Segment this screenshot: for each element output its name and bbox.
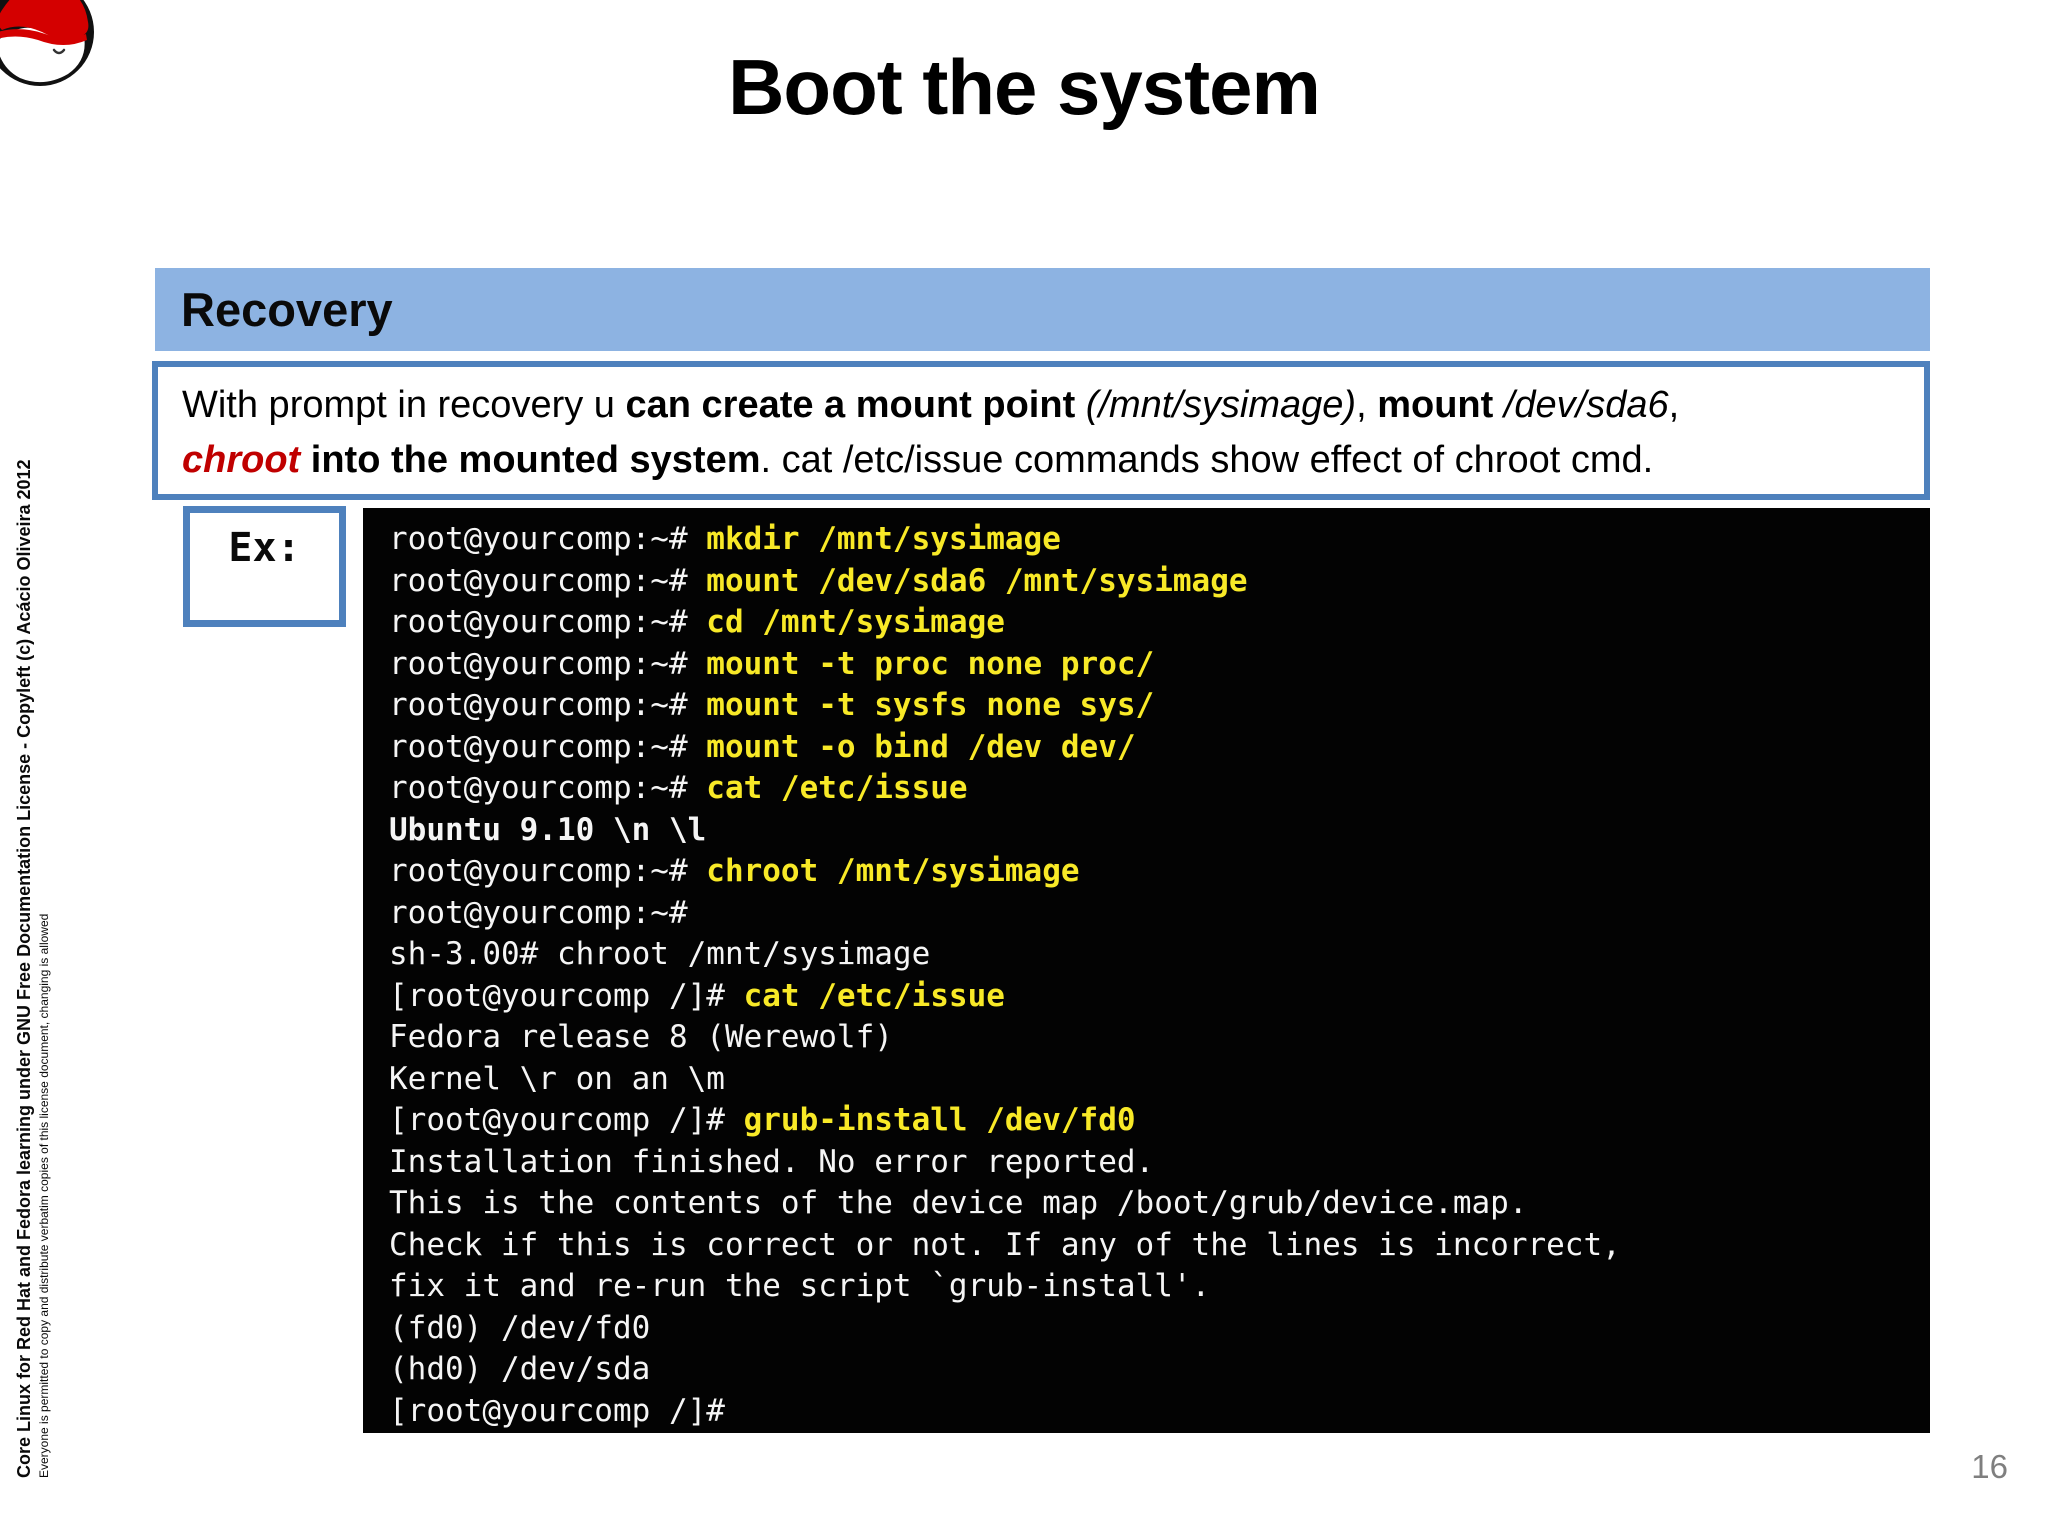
- terminal-line: Fedora release 8 (Werewolf): [389, 1017, 1920, 1059]
- terminal-command: mount -o bind /dev dev/: [706, 728, 1136, 765]
- terminal-output: [root@yourcomp /]#: [389, 1392, 725, 1429]
- terminal-output: Installation finished. No error reported…: [389, 1143, 1155, 1180]
- terminal-line: root@yourcomp:~# mount -t sysfs none sys…: [389, 685, 1920, 727]
- terminal-command: mkdir /mnt/sysimage: [706, 521, 1061, 557]
- section-header: Recovery: [155, 268, 1930, 351]
- description-segment: [1075, 384, 1086, 426]
- copyright-sidebar: Core Linux for Red Hat and Fedora learni…: [14, 459, 51, 1478]
- terminal-output: fix it and re-run the script `grub-insta…: [389, 1268, 1211, 1304]
- terminal-line: root@yourcomp:~# mount -t proc none proc…: [389, 644, 1920, 686]
- terminal-line: root@yourcomp:~# cat /etc/issue: [389, 768, 1920, 810]
- terminal-line: root@yourcomp:~# cd /mnt/sysimage: [389, 602, 1920, 644]
- terminal-output: This is the contents of the device map /…: [389, 1185, 1528, 1221]
- terminal-line: Ubuntu 9.10 \n \l: [389, 810, 1920, 852]
- terminal-command: mount -t proc none proc/: [706, 645, 1155, 682]
- description-segment: chroot: [182, 439, 301, 481]
- terminal-line: root@yourcomp:~# mkdir /mnt/sysimage: [389, 519, 1920, 561]
- terminal-prompt: root@yourcomp:~#: [389, 687, 707, 723]
- terminal-line: [root@yourcomp /]# cat /etc/issue: [389, 976, 1920, 1018]
- page-number: 16: [1971, 1448, 2008, 1485]
- terminal-output: sh-3.00# chroot /mnt/sysimage: [389, 936, 931, 972]
- terminal-command: mount -t sysfs none sys/: [706, 687, 1155, 723]
- terminal-command: mount /dev/sda6 /mnt/sysimage: [706, 562, 1248, 599]
- description-segment: can create a mount point: [625, 384, 1076, 426]
- terminal-output: Ubuntu 9.10 \n \l: [389, 811, 707, 848]
- redhat-logo-icon: [0, 0, 94, 86]
- description-segment: (/mnt/sysimage): [1085, 384, 1357, 426]
- terminal-prompt: [root@yourcomp /]#: [389, 977, 744, 1014]
- description-segment: [300, 439, 311, 481]
- description-segment: mount: [1377, 384, 1494, 426]
- description-box: With prompt in recovery u can create a m…: [152, 361, 1930, 500]
- description-line: With prompt in recovery u can create a m…: [182, 378, 1900, 433]
- description-segment: ,: [1356, 384, 1378, 426]
- example-label: Ex:: [228, 525, 301, 571]
- terminal-output: (fd0) /dev/fd0: [389, 1309, 651, 1346]
- terminal-line: root@yourcomp:~#: [389, 893, 1920, 935]
- description-segment: ,: [1668, 384, 1680, 426]
- terminal-line: (fd0) /dev/fd0: [389, 1308, 1920, 1350]
- terminal-prompt: root@yourcomp:~#: [389, 521, 707, 557]
- description-segment: With prompt in recovery u: [182, 384, 626, 426]
- terminal-prompt: root@yourcomp:~#: [389, 770, 707, 806]
- copyright-line-1: Core Linux for Red Hat and Fedora learni…: [14, 459, 34, 1478]
- terminal-prompt: root@yourcomp:~#: [389, 728, 707, 765]
- terminal-command: cat /etc/issue: [743, 977, 1005, 1014]
- description-segment: [1493, 384, 1504, 426]
- terminal-command: cat /etc/issue: [706, 770, 968, 806]
- terminal-prompt: root@yourcomp:~#: [389, 894, 688, 931]
- terminal-line: Check if this is correct or not. If any …: [389, 1225, 1920, 1267]
- terminal-line: sh-3.00# chroot /mnt/sysimage: [389, 934, 1920, 976]
- terminal-output: (hd0) /dev/sda: [389, 1351, 651, 1387]
- terminal-line: Kernel \r on an \m: [389, 1059, 1920, 1101]
- section-header-label: Recovery: [181, 283, 393, 336]
- terminal-command: grub-install /dev/fd0: [743, 1102, 1136, 1138]
- terminal-prompt: root@yourcomp:~#: [389, 645, 707, 682]
- terminal-line: root@yourcomp:~# mount -o bind /dev dev/: [389, 727, 1920, 769]
- terminal-output: Check if this is correct or not. If any …: [389, 1226, 1621, 1263]
- terminal-prompt: root@yourcomp:~#: [389, 562, 707, 599]
- terminal-command: chroot /mnt/sysimage: [706, 853, 1080, 889]
- terminal-line: [root@yourcomp /]#: [389, 1391, 1920, 1433]
- page-title: Boot the system: [728, 43, 1321, 131]
- terminal-line: This is the contents of the device map /…: [389, 1183, 1920, 1225]
- terminal-line: root@yourcomp:~# chroot /mnt/sysimage: [389, 851, 1920, 893]
- copyright-line-2: Everyone is permitted to copy and distri…: [37, 913, 51, 1478]
- terminal-line: [root@yourcomp /]# grub-install /dev/fd0: [389, 1100, 1920, 1142]
- example-label-box: Ex:: [183, 506, 346, 627]
- terminal-output: Fedora release 8 (Werewolf): [389, 1019, 893, 1055]
- description-segment: /dev/sda6: [1503, 384, 1669, 426]
- description-segment: into the mounted system: [310, 439, 761, 481]
- terminal-line: (hd0) /dev/sda: [389, 1349, 1920, 1391]
- description-segment: . cat /etc/issue commands show effect of…: [760, 439, 1654, 481]
- terminal-prompt: root@yourcomp:~#: [389, 604, 707, 640]
- terminal-line: Installation finished. No error reported…: [389, 1142, 1920, 1184]
- terminal-prompt: [root@yourcomp /]#: [389, 1102, 744, 1138]
- description-line: chroot into the mounted system. cat /etc…: [182, 433, 1900, 488]
- terminal-prompt: root@yourcomp:~#: [389, 853, 707, 889]
- terminal-line: root@yourcomp:~# mount /dev/sda6 /mnt/sy…: [389, 561, 1920, 603]
- terminal-command: cd /mnt/sysimage: [706, 604, 1005, 640]
- terminal-output: Kernel \r on an \m: [389, 1060, 725, 1097]
- terminal-line: fix it and re-run the script `grub-insta…: [389, 1266, 1920, 1308]
